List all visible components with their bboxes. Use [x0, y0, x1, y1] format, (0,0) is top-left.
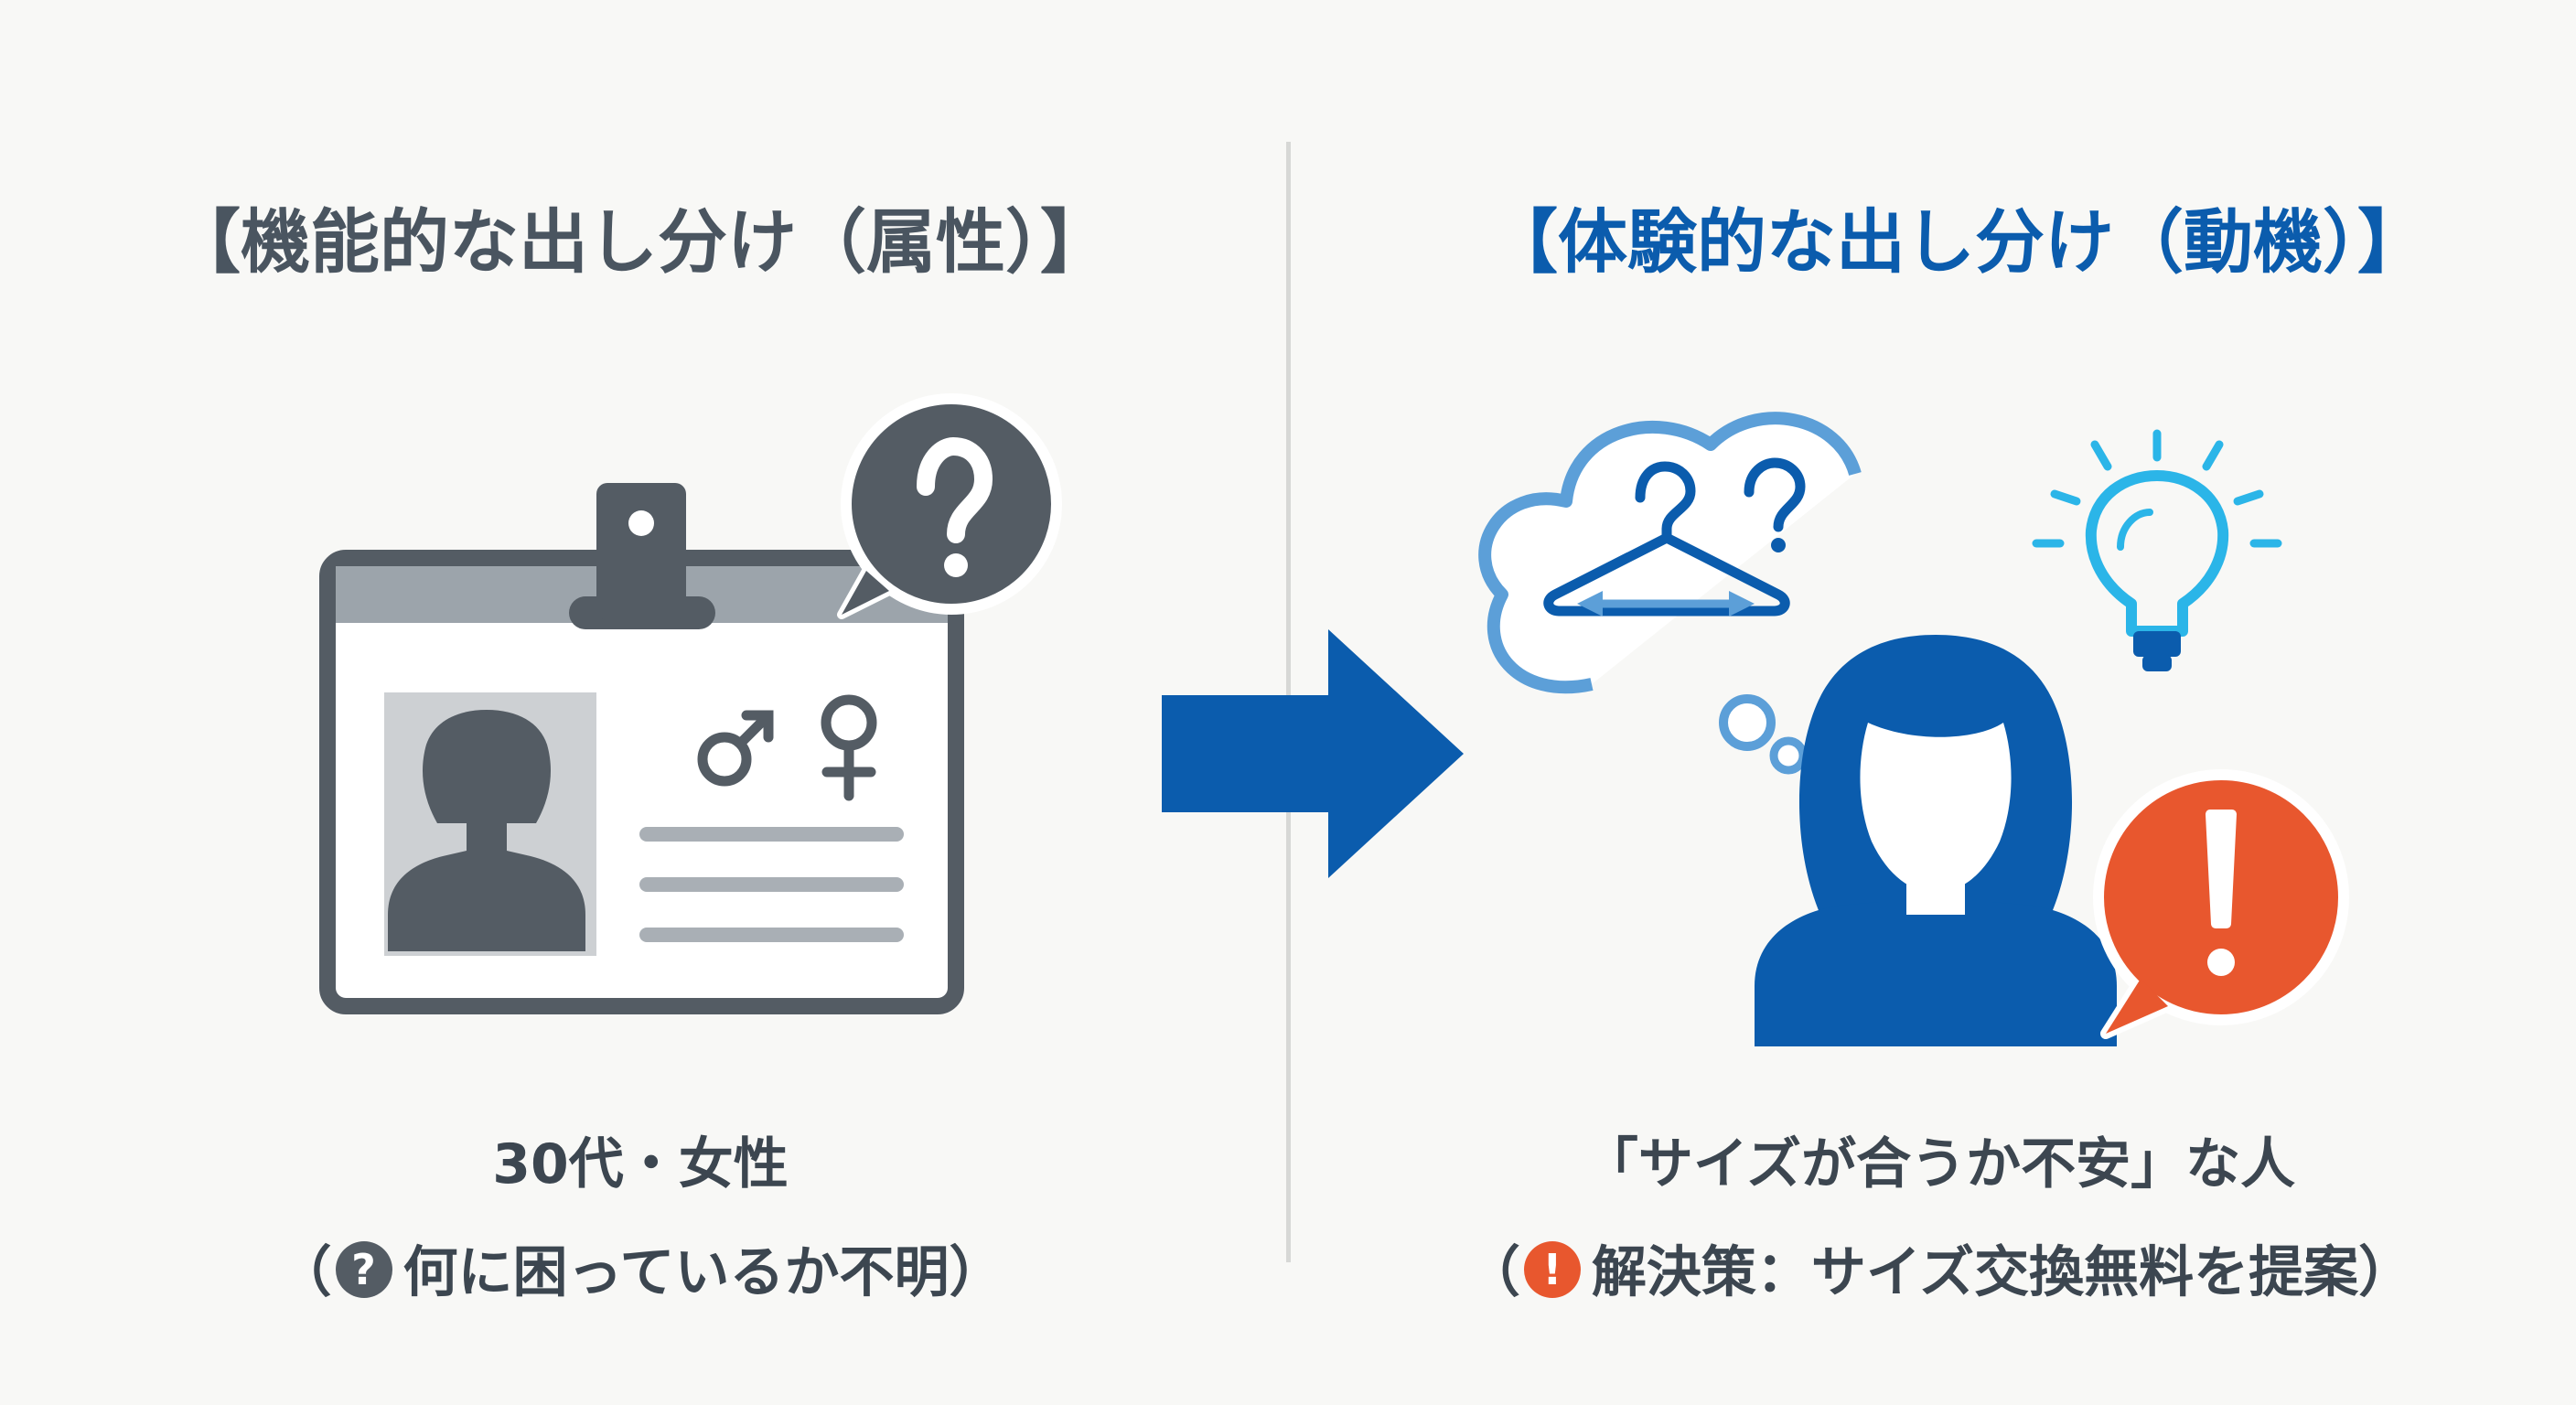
right-caption-line1: 「サイズが合うか不安」な人 [1583, 1132, 2296, 1196]
male-symbol-icon [697, 710, 774, 787]
alert-badge-icon: ! [1523, 1241, 1581, 1299]
right-caption-text: 解決策：サイズ交換無料を提案） [1591, 1240, 2414, 1305]
thought-cloud-icon [1478, 412, 1862, 775]
right-heading: 【体験的な出し分け（動機）】 [1488, 201, 2427, 283]
right-caption-open: （ [1465, 1240, 1520, 1305]
exclamation-speech-bubble-icon [2093, 769, 2349, 1039]
question-speech-bubble-icon [837, 393, 1062, 619]
lightbulb-icon [2032, 429, 2282, 671]
question-badge-icon: ? [335, 1241, 392, 1299]
left-heading: 【機能的な出し分け（属性）】 [171, 201, 1110, 283]
woman-avatar-icon [1755, 635, 2117, 1046]
text-lines [639, 827, 904, 942]
female-symbol-icon [821, 694, 877, 801]
right-arrow-icon [1162, 629, 1464, 878]
person-silhouette-icon [388, 710, 585, 951]
hanger-icon [1543, 457, 1806, 617]
right-caption-line2: （!解決策：サイズ交換無料を提案） [1299, 1233, 2576, 1306]
left-caption-open: （ [276, 1240, 332, 1305]
left-caption-line1: 30代・女性 [492, 1132, 789, 1196]
left-caption-text: 何に困っているか不明） [402, 1240, 1004, 1305]
left-caption-line2: （?何に困っているか不明） [110, 1233, 1171, 1306]
